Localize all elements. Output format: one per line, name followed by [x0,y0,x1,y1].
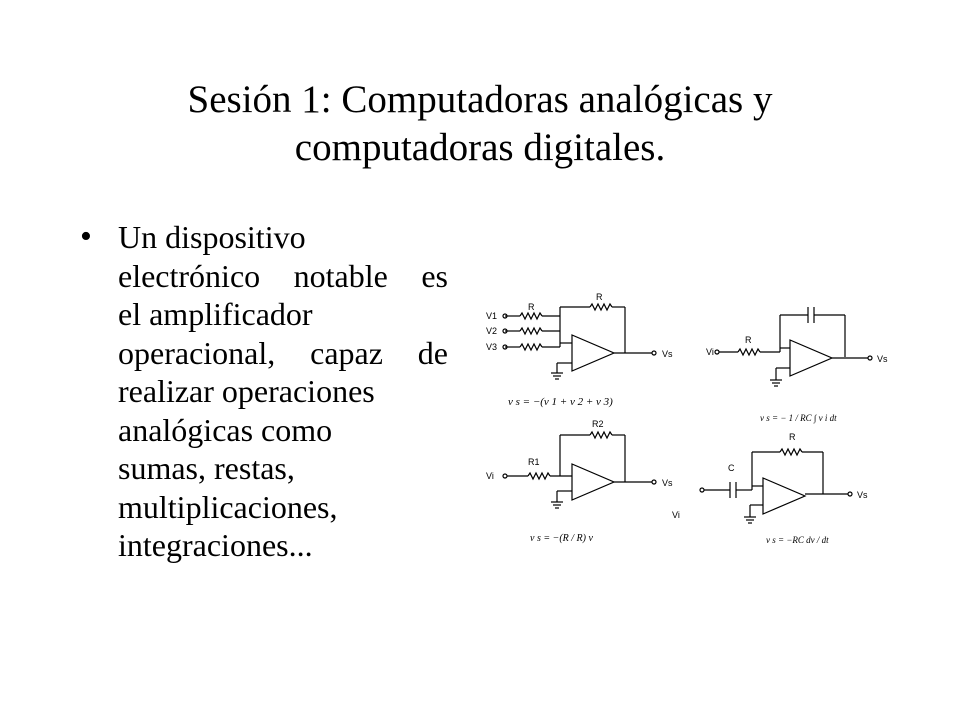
bullet-line: multiplicaciones, [118,488,338,525]
bullet-line: integraciones... [118,527,313,563]
bullet-text: Un dispositivo electrónico notable es el… [118,218,448,565]
label-vi-inverting: Vi [486,471,494,481]
label-c: C [728,463,735,473]
bullet-line: el amplificador [118,296,313,332]
bullet-line: electrónico notable es [118,257,448,294]
bullet-line: realizar operaciones [118,373,375,409]
label-vs-differentiator: Vs [857,490,868,500]
label-vs-inverting: Vs [662,478,673,488]
bullet-marker: • [80,218,92,255]
title-line-2: computadoras digitales. [294,126,666,169]
label-vs: Vs [662,349,673,359]
summing-equation: v s = −(v 1 + v 2 + v 3) [508,396,613,408]
inverting-equation: v s = −(R / R) v [530,533,593,544]
bullet-line: operacional, capaz de [118,334,448,371]
label-r-input: R [528,302,535,312]
label-r-integrator: R [745,335,752,345]
label-r-differentiator: R [789,432,796,442]
bullet-line: analógicas como [118,411,333,448]
label-v3: V3 [486,342,497,352]
opamp-circuits-figure: V1 V2 V3 R R Vs v s = −(v 1 + v 2 + v 3)… [486,292,888,545]
label-r2: R2 [592,419,604,429]
label-r-feedback: R [596,292,603,302]
differentiator-equation: v s = −RC dv / dt [766,535,829,545]
differentiator-circuit [699,447,853,524]
label-v2: V2 [486,326,497,336]
label-vi-integrator: Vi [706,347,714,357]
title-line-1: Sesión 1: Computadoras analógicas y [187,78,773,121]
inverting-amplifier-circuit [502,430,657,509]
summing-amplifier-circuit [502,302,657,380]
bullet-line: Un dispositivo [118,219,306,255]
label-v1: V1 [486,311,497,321]
slide-title: Sesión 1: Computadoras analógicas y comp… [100,76,860,172]
integrator-equation: v s = − 1 / RC ∫ v i dt [760,413,837,424]
bullet-line: sumas, restas, [118,450,295,486]
label-vs-integrator: Vs [877,354,888,364]
integrator-circuit [714,307,873,387]
label-r1: R1 [528,457,540,467]
label-vi-differentiator: Vi [672,510,680,520]
